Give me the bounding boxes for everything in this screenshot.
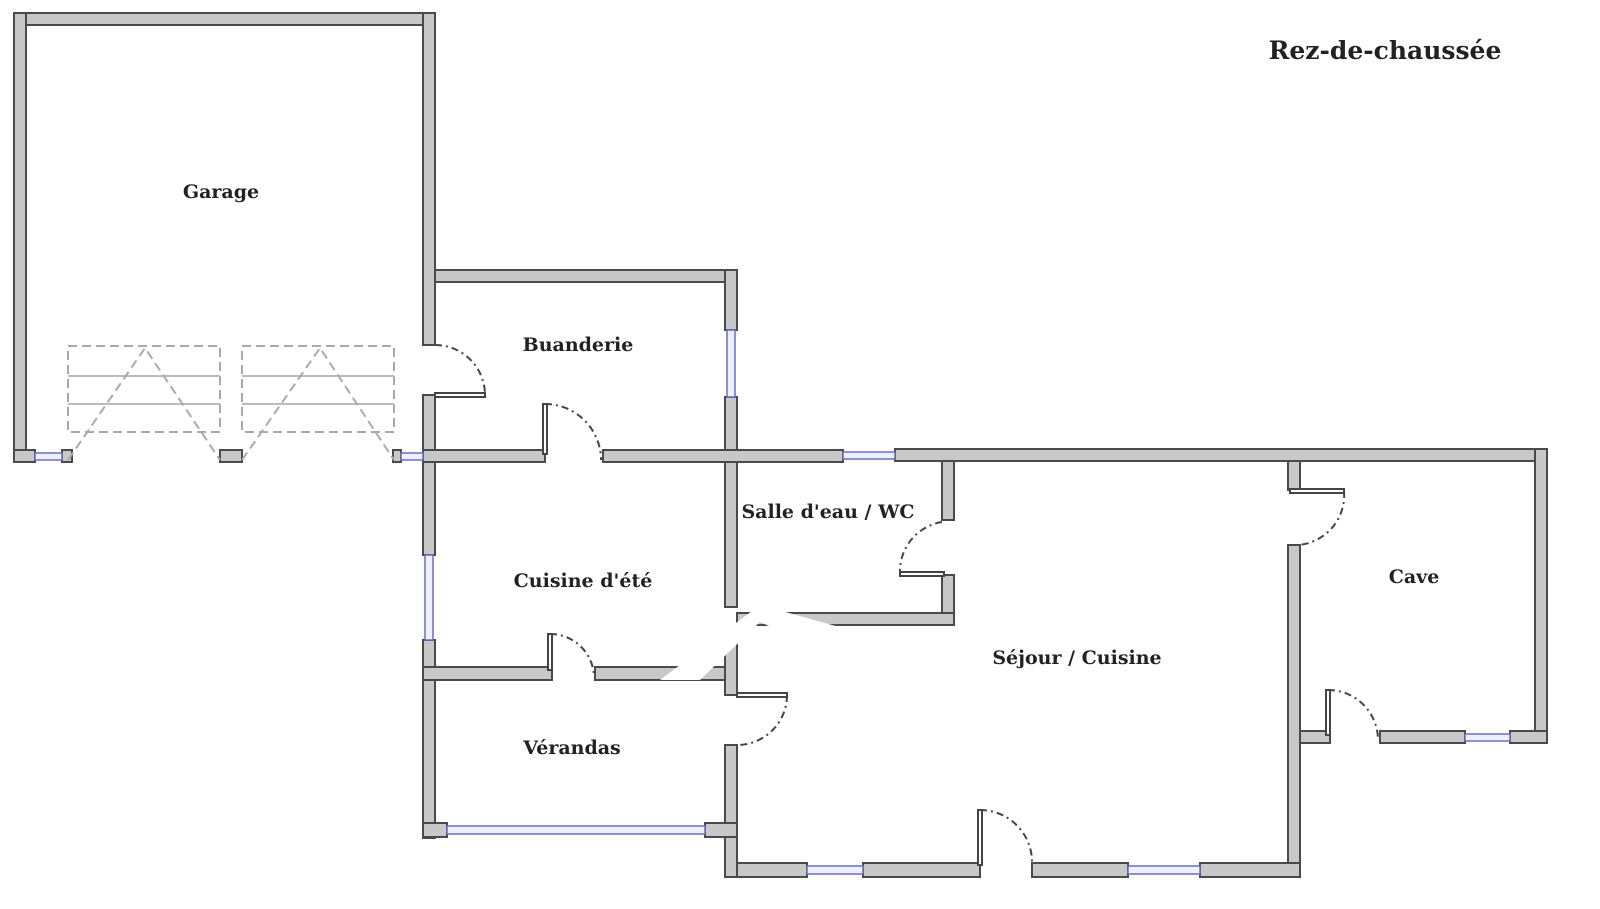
garage-doors	[67, 345, 395, 461]
watermark	[660, 605, 850, 680]
room-label-cave: Cave	[1389, 566, 1440, 588]
room-label-sejour: Séjour / Cuisine	[992, 647, 1161, 669]
windows	[34, 329, 1511, 875]
room-label-cuisine-ete: Cuisine d'été	[514, 570, 653, 592]
floor-title: Rez-de-chaussée	[1269, 36, 1502, 65]
walls	[13, 12, 1548, 878]
doors	[434, 344, 1379, 866]
room-label-salle-eau: Salle d'eau / WC	[741, 501, 914, 523]
room-label-garage: Garage	[183, 181, 259, 203]
room-label-buanderie: Buanderie	[523, 334, 634, 356]
room-label-verandas: Vérandas	[522, 737, 621, 759]
